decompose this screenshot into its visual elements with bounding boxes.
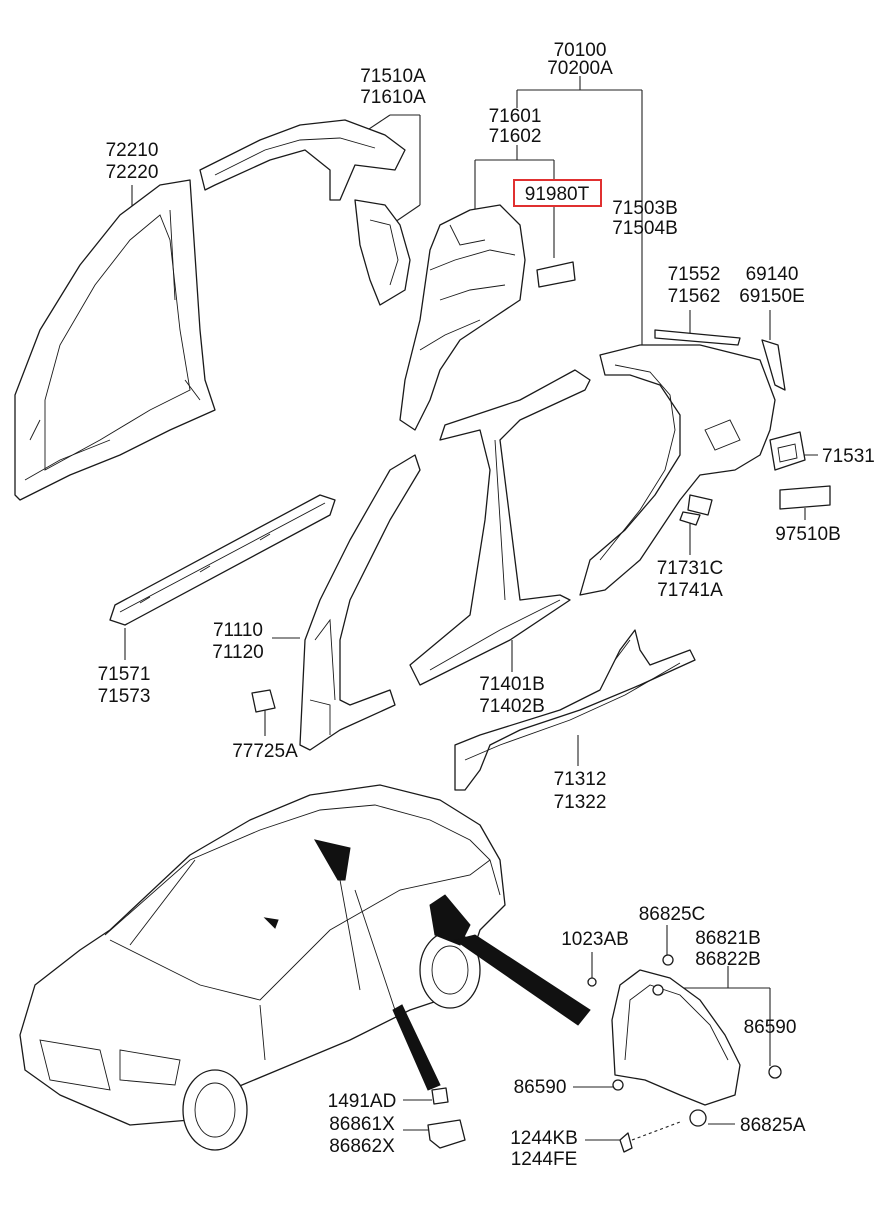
roof-rail: [199, 119, 411, 306]
label-71402b: 71402B: [479, 696, 545, 717]
label-71503b: 71503B: [612, 198, 678, 219]
label-71552: 71552: [668, 264, 721, 285]
label-71504b: 71504B: [612, 218, 678, 239]
label-71571: 71571: [98, 664, 151, 685]
car-illustration: [19, 784, 591, 1151]
label-86825c: 86825C: [639, 904, 706, 925]
label-86590-upper: 86590: [744, 1017, 797, 1038]
label-1244fe: 1244FE: [511, 1149, 578, 1170]
label-71601: 71601: [489, 106, 542, 127]
label-1244kb: 1244KB: [510, 1128, 578, 1149]
label-1023ab: 1023AB: [561, 929, 629, 950]
rocker-reinforcement: [109, 494, 336, 626]
label-71401b: 71401B: [479, 674, 545, 695]
label-86821b: 86821B: [695, 928, 761, 949]
label-86822b: 86822B: [695, 949, 761, 970]
label-71120: 71120: [212, 642, 263, 663]
label-91980t: 91980T: [525, 184, 590, 205]
side-outer-panel: [299, 369, 591, 751]
label-70200a: 70200A: [547, 58, 613, 79]
front-side-panel: [14, 179, 216, 501]
label-71531: 71531: [822, 446, 875, 467]
label-71741a: 71741A: [657, 580, 723, 601]
label-71602: 71602: [489, 126, 542, 147]
label-72210: 72210: [106, 140, 159, 161]
wheel-guard-assembly: [427, 954, 782, 1153]
label-1491ad: 1491AD: [328, 1091, 397, 1112]
label-71731c: 71731C: [657, 558, 724, 579]
label-86590-lower: 86590: [514, 1077, 567, 1098]
label-71312: 71312: [554, 769, 607, 790]
label-86862x: 86862X: [329, 1136, 395, 1157]
label-69150e: 69150E: [739, 286, 805, 307]
label-71573: 71573: [98, 686, 151, 707]
side-sill-outer: [454, 629, 696, 791]
label-71562: 71562: [668, 286, 721, 307]
label-72220: 72220: [106, 162, 159, 183]
label-97510b: 97510B: [775, 524, 841, 545]
label-71510a: 71510A: [360, 66, 426, 87]
label-77725a: 77725A: [232, 741, 298, 762]
label-71610a: 71610A: [360, 87, 426, 108]
rear-inner-panel: [399, 204, 576, 431]
clip-part: [251, 689, 276, 713]
label-86825a: 86825A: [740, 1115, 806, 1136]
label-69140: 69140: [746, 264, 799, 285]
quarter-outer-panel: [579, 329, 831, 596]
part-labels: 70100 70200A 71510A 71610A 71601 71602 7…: [98, 40, 875, 1170]
label-70100: 70100: [554, 40, 607, 61]
label-86861x: 86861X: [329, 1114, 395, 1135]
label-71322: 71322: [554, 792, 607, 813]
highlight-box: [513, 179, 602, 207]
label-71110: 71110: [213, 620, 263, 641]
